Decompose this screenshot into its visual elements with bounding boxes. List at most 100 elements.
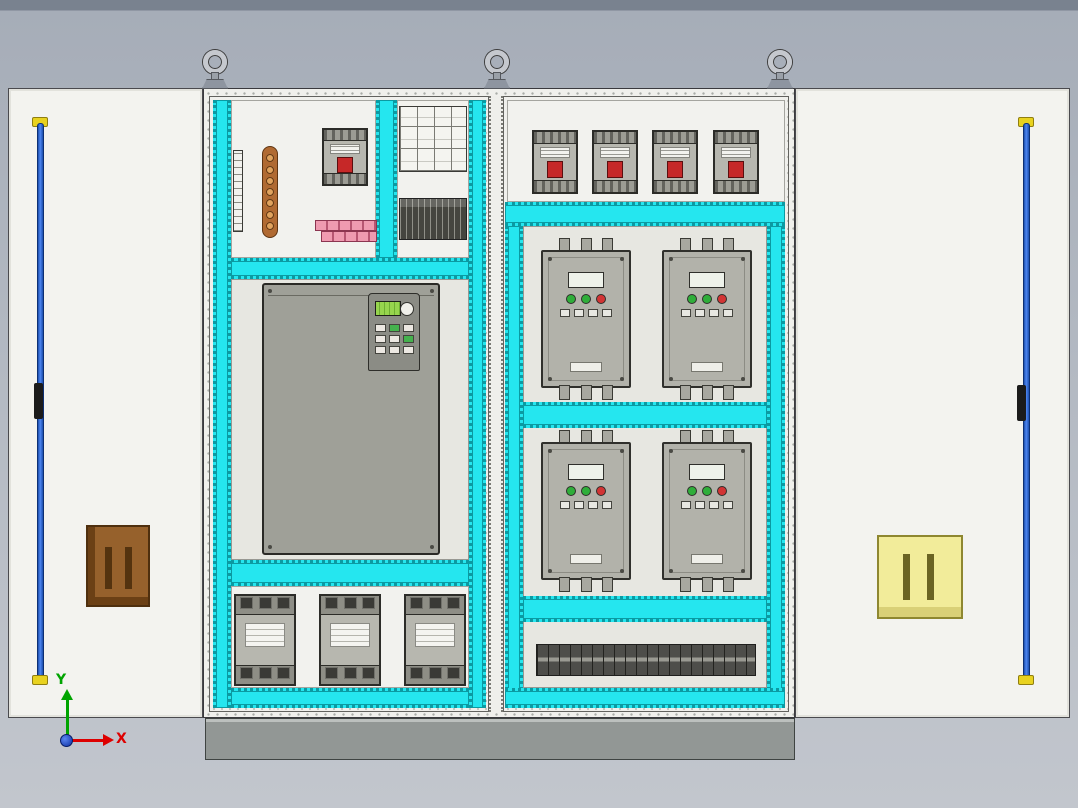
wire-duct-horizontal-bottom[interactable] — [231, 688, 469, 708]
starter-leds — [687, 486, 727, 496]
wire-duct-top[interactable] — [505, 202, 785, 226]
breaker-label — [721, 147, 751, 158]
starter-display — [689, 464, 725, 480]
breaker-label — [330, 144, 360, 155]
screw — [430, 545, 434, 549]
right-door-panel[interactable] — [795, 88, 1070, 718]
eye-bolt-base — [202, 79, 228, 89]
molded-case-breaker[interactable] — [652, 130, 698, 194]
mini-breaker-grid[interactable] — [399, 106, 467, 172]
axis-x-arrow — [103, 734, 114, 746]
wire-duct-bottom[interactable] — [505, 688, 785, 708]
starter-buttons[interactable] — [681, 501, 733, 509]
starter-buttons[interactable] — [560, 501, 612, 509]
breaker-toggle[interactable] — [337, 157, 353, 173]
screw — [430, 289, 434, 293]
eye-bolt-stem — [493, 72, 501, 80]
axis-x-label: X — [116, 731, 127, 747]
starter-nameplate — [570, 362, 602, 372]
contactor[interactable] — [319, 594, 381, 686]
wire-duct-right-vertical[interactable] — [767, 226, 785, 708]
starter-display — [568, 464, 604, 480]
molded-case-breaker[interactable] — [532, 130, 578, 194]
eye-bolt-base — [767, 79, 793, 89]
contactor-terminals-top — [406, 596, 464, 615]
axis-y-line — [66, 699, 69, 741]
terminal-strip[interactable] — [536, 644, 756, 676]
pink-terminal-block-row[interactable] — [321, 231, 377, 242]
vfd-display — [375, 301, 401, 316]
screw — [268, 289, 272, 293]
vfd-keypad[interactable] — [368, 293, 420, 371]
vfd-seam — [268, 295, 434, 296]
eye-bolt-base — [484, 79, 510, 89]
bay-divider — [489, 96, 503, 712]
rod-guide-bracket — [1017, 385, 1026, 421]
vfd-buttons[interactable] — [375, 324, 414, 354]
vfd-unit[interactable] — [262, 283, 440, 555]
contactor[interactable] — [234, 594, 296, 686]
wire-duct-right-vertical[interactable] — [469, 100, 486, 708]
wire-duct-middle[interactable] — [523, 402, 767, 428]
soft-starter[interactable] — [541, 430, 631, 592]
breaker-toggle[interactable] — [607, 161, 623, 178]
breaker-terminals-bottom — [534, 180, 576, 192]
breaker-toggle[interactable] — [547, 161, 563, 178]
copper-busbar[interactable] — [262, 146, 278, 238]
terminal-block-row[interactable] — [399, 198, 467, 240]
breaker-label — [660, 147, 690, 158]
contactor-label — [245, 623, 285, 647]
soft-starter[interactable] — [662, 238, 752, 400]
starter-leds — [566, 486, 606, 496]
starter-display — [689, 272, 725, 288]
lifting-eye-bolt[interactable] — [203, 50, 227, 74]
breaker-terminals-top — [534, 132, 576, 144]
starter-display — [568, 272, 604, 288]
rod-cap-bottom — [1018, 675, 1034, 685]
starter-terminals-bottom — [670, 385, 744, 400]
wire-duct-horizontal-1[interactable] — [231, 258, 469, 279]
breaker-toggle[interactable] — [667, 161, 683, 178]
wire-duct-lower[interactable] — [523, 596, 767, 622]
starter-leds — [687, 294, 727, 304]
molded-case-breaker[interactable] — [713, 130, 759, 194]
wire-duct-horizontal-2[interactable] — [231, 560, 469, 586]
breaker-toggle[interactable] — [728, 161, 744, 178]
molded-case-breaker[interactable] — [322, 128, 368, 186]
breaker-terminals-top — [654, 132, 696, 144]
starter-terminals-bottom — [670, 577, 744, 592]
vfd-dial-button[interactable] — [400, 302, 414, 316]
breaker-terminals-bottom — [594, 180, 636, 192]
breaker-label — [540, 147, 570, 158]
starter-buttons[interactable] — [560, 309, 612, 317]
pink-terminal-block-row[interactable] — [315, 220, 377, 231]
box-slot — [903, 554, 910, 600]
soft-starter[interactable] — [541, 238, 631, 400]
left-door-panel[interactable] — [8, 88, 203, 718]
eye-bolt-stem — [776, 72, 784, 80]
axis-y-arrow — [61, 689, 73, 700]
molded-case-breaker[interactable] — [592, 130, 638, 194]
din-rail-terminal-column[interactable] — [233, 150, 243, 232]
breaker-terminals-bottom — [324, 172, 366, 184]
rod-cap-bottom — [32, 675, 48, 685]
origin-marker — [60, 734, 73, 747]
wire-duct-top-divider[interactable] — [376, 100, 397, 258]
screw — [268, 545, 272, 549]
door-mounted-box-yellow[interactable] — [877, 535, 963, 619]
starter-nameplate — [691, 554, 723, 564]
lifting-eye-bolt[interactable] — [485, 50, 509, 74]
breaker-label — [600, 147, 630, 158]
wire-duct-left-vertical[interactable] — [505, 226, 523, 708]
door-mounted-box-brown[interactable] — [86, 525, 150, 607]
breaker-terminals-top — [594, 132, 636, 144]
eye-bolt-stem — [211, 72, 219, 80]
starter-buttons[interactable] — [681, 309, 733, 317]
contactor[interactable] — [404, 594, 466, 686]
plinth-base[interactable] — [205, 718, 795, 760]
wire-duct-left-vertical[interactable] — [213, 100, 231, 708]
soft-starter[interactable] — [662, 430, 752, 592]
lifting-eye-bolt[interactable] — [768, 50, 792, 74]
contactor-label — [415, 623, 455, 647]
